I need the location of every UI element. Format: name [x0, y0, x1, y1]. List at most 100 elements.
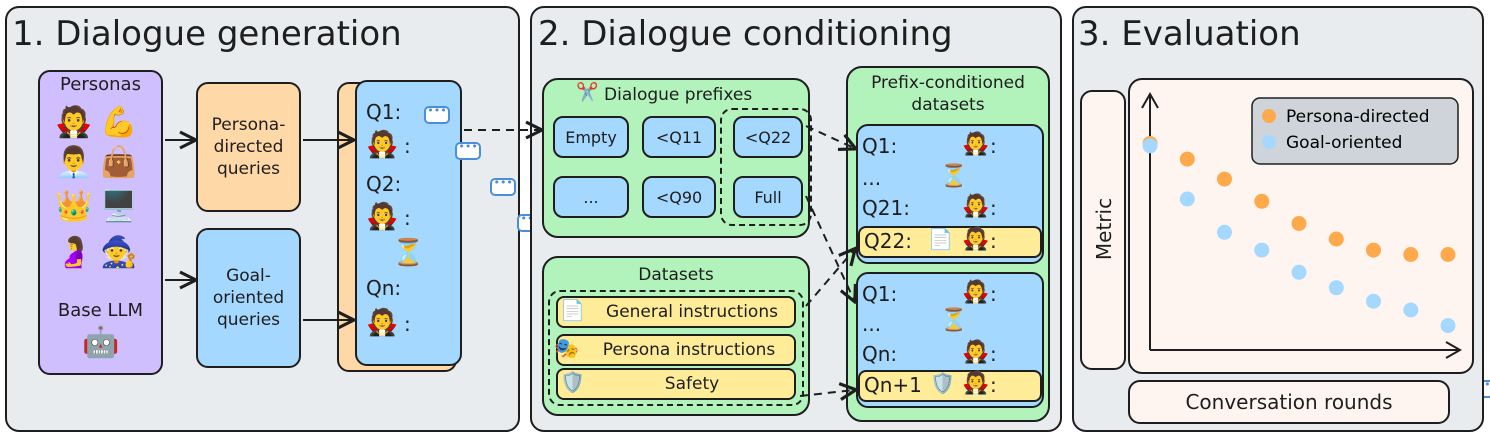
persona-directed-point	[1440, 247, 1456, 262]
vampire-icon: 🧛	[962, 132, 990, 157]
dialogue-q1-label: Q1:	[366, 100, 402, 124]
prefix-q11: <Q11	[642, 116, 716, 158]
arrow-datasets-to-top-set	[805, 250, 854, 307]
dataset-persona-label: Persona instructions	[602, 340, 776, 360]
document-icon: 📄	[560, 298, 585, 322]
vampire-icon: 🧛	[962, 194, 990, 219]
vampire-icon: 🧛	[55, 105, 93, 140]
colon: :	[404, 134, 411, 158]
prefix-group-highlight	[720, 108, 812, 226]
persona-directed-point	[1291, 216, 1307, 231]
handbag-icon: 👜	[100, 145, 138, 180]
vampire-icon: 🧛	[366, 130, 399, 160]
dataset-persona	[556, 334, 796, 366]
bottom-qn1-row	[858, 370, 1042, 402]
legend-persona-label: Persona-directed	[1286, 107, 1430, 127]
dataset-general-label: General instructions	[606, 302, 778, 322]
colon: :	[990, 196, 997, 220]
dialogue-prefixes-title: Dialogue prefixes	[604, 85, 753, 105]
document-icon: 📄	[928, 227, 953, 251]
personas-label: Personas	[60, 74, 141, 95]
message-bubble-icon	[424, 104, 450, 124]
bottom-qn-label: Qn:	[862, 342, 898, 366]
message-bubble-icon	[490, 176, 517, 196]
section-title-conditioning: 2. Dialogue conditioning	[538, 14, 953, 54]
legend-marker-persona	[1262, 109, 1276, 123]
colon: :	[404, 206, 411, 230]
prefix-full: Full	[733, 176, 803, 218]
vampire-icon: 🧛	[366, 308, 399, 338]
top-q22-label: Q22:	[864, 229, 912, 253]
vampire-icon: 🧛	[366, 202, 399, 232]
metric-label-box	[1080, 90, 1126, 370]
top-ellipsis: ...	[862, 166, 882, 190]
persona-directed-queries-box: Persona-directed queries	[196, 82, 301, 212]
arrow-q22-to-top-set	[805, 125, 854, 148]
wizard-icon: 🧙	[100, 235, 138, 270]
bottom-ellipsis: ...	[862, 312, 882, 336]
crown-icon: 👑	[55, 189, 93, 224]
hourglass-icon: ⏳	[392, 238, 425, 268]
goal-oriented-queries-box: Goal-oriented queries	[196, 228, 301, 368]
datasets-group-highlight	[548, 290, 804, 406]
message-bubble-icon	[455, 140, 482, 160]
colon: :	[404, 312, 411, 336]
computer-icon: 🖥️	[100, 189, 138, 224]
vampire-icon: 🧛	[962, 371, 990, 396]
goal-oriented-point	[1291, 264, 1307, 280]
dialogue-q2-label: Q2:	[366, 172, 402, 196]
section-title-evaluation: 3. Evaluation	[1078, 14, 1301, 54]
goal-oriented-point	[1217, 224, 1232, 240]
dialogue-qn-label: Qn:	[366, 276, 402, 300]
dataset-general	[556, 296, 796, 328]
muscle-icon: 💪	[100, 105, 138, 140]
personas-box	[38, 70, 163, 375]
scissors-icon: ✂️	[576, 82, 599, 103]
colon: :	[990, 134, 997, 158]
bottom-q1-label: Q1:	[862, 282, 898, 306]
prefix-conditioned-title: Prefix-conditioned datasets	[871, 73, 1025, 115]
goal-oriented-point	[1142, 138, 1158, 154]
scatter-chart: Persona-directed Goal-oriented	[1141, 91, 1463, 359]
dialogue-card	[355, 80, 462, 366]
top-q21-label: Q21:	[862, 196, 910, 220]
colon: :	[990, 373, 997, 397]
vampire-icon: 🧛	[962, 280, 990, 305]
goal-oriented-point	[1254, 242, 1270, 258]
colon: :	[990, 342, 997, 366]
robot-icon: 🤖	[82, 325, 120, 360]
persona-directed-point	[1366, 242, 1381, 258]
shield-icon: 🛡️	[930, 371, 955, 395]
shield-icon: 🛡️	[560, 370, 585, 394]
goal-oriented-point	[1440, 318, 1456, 334]
arrow-full-to-bottom-set	[805, 195, 854, 300]
legend: Persona-directed Goal-oriented	[1251, 97, 1459, 165]
arrow-safety-to-bottom-set	[799, 390, 854, 396]
businessman-icon: 👨‍💼	[55, 145, 93, 180]
dataset-safety	[556, 368, 796, 400]
goal-oriented-point	[1403, 302, 1419, 318]
bottom-qn1-label: Qn+1	[864, 373, 922, 397]
top-q1-label: Q1:	[862, 134, 898, 158]
legend-goal-label: Goal-oriented	[1286, 133, 1402, 153]
goal-oriented-point	[1328, 280, 1344, 296]
hourglass-icon: ⏳	[940, 164, 968, 189]
theater-masks-icon: 🎭	[554, 336, 579, 360]
pregnant-woman-icon: 🤰	[55, 235, 93, 270]
prefix-empty: Empty	[553, 116, 629, 158]
prefix-q90: <Q90	[642, 176, 716, 218]
legend-box	[1251, 97, 1459, 165]
vampire-icon: 🧛	[962, 340, 990, 365]
colon: :	[990, 229, 997, 253]
vampire-icon: 🧛	[962, 227, 990, 252]
base-llm-label: Base LLM	[57, 300, 144, 321]
colon: :	[990, 282, 997, 306]
section-title-generation: 1. Dialogue generation	[12, 14, 402, 54]
x-axis-arrowhead	[1445, 341, 1463, 359]
persona-directed-point	[1254, 193, 1270, 209]
x-axis-label: Conversation rounds	[1128, 380, 1450, 424]
goal-oriented-point	[1179, 191, 1195, 207]
datasets-title: Datasets	[638, 265, 714, 285]
goal-oriented-point	[1366, 293, 1381, 309]
y-axis-arrowhead	[1141, 91, 1159, 109]
